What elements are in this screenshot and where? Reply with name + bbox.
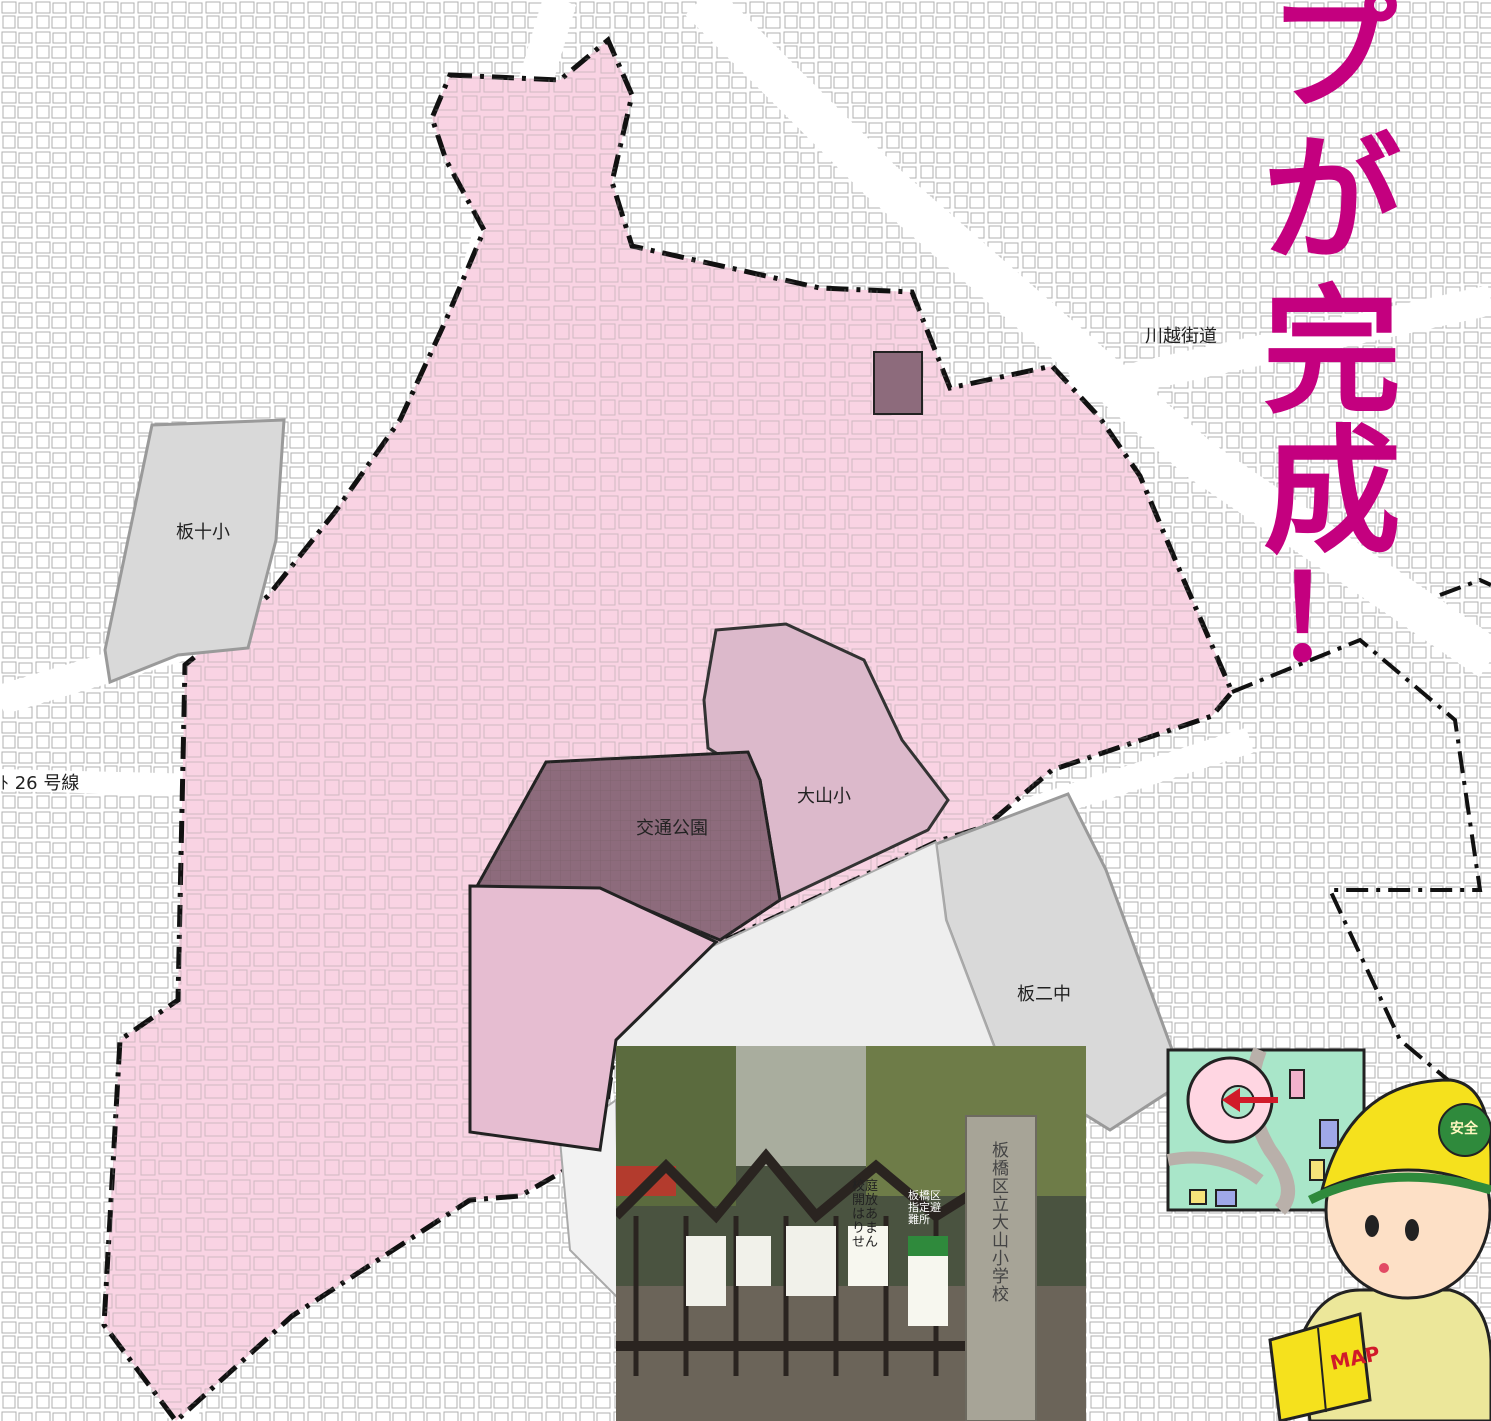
district-texture [104, 40, 1232, 1421]
label-route-26: ﾄ 26 号線 [0, 773, 80, 794]
headline-char-5: ！ [1272, 550, 1391, 688]
school-gate-illustration [616, 1046, 1086, 1421]
kotsu-park-texture [476, 752, 780, 940]
notice-board-2: 板橋区指定避難所 [908, 1189, 941, 1226]
label-kotsu-koen: 交通公園 [636, 818, 708, 839]
headline-char-3: 完 [1262, 272, 1401, 433]
gate-sign: 板橋区立大山小学校 [992, 1141, 1009, 1305]
school-area-itajuusho [103, 418, 286, 685]
marked-building [873, 351, 923, 415]
notice-board-1: 校庭開放はありません [852, 1179, 879, 1250]
label-itanichu: 板二中 [1017, 984, 1071, 1005]
mascot-illustration: MAP 安全 [1160, 1040, 1491, 1421]
school-area-ooyama-sho [702, 622, 950, 903]
apartment-area [468, 884, 719, 1152]
headline-char-2: が [1262, 120, 1401, 281]
school-gate-photo: 校庭開放はありません 板橋区指定避難所 板橋区立大山小学校 [616, 1046, 1086, 1421]
label-kawagoe-kaido: 川越街道 [1145, 326, 1217, 347]
outer-boundary [1231, 637, 1483, 1092]
label-itajuusho: 板十小 [176, 522, 230, 543]
label-ooyama-sho: 大山小 [797, 786, 851, 807]
mascot-drawing [1166, 1047, 1491, 1421]
headline-char-1: プ [1268, 0, 1397, 128]
helmet-label: 安全 [1450, 1121, 1478, 1137]
headline-char-4: 成 [1262, 412, 1401, 573]
outer-boundary-ne [1439, 577, 1491, 597]
